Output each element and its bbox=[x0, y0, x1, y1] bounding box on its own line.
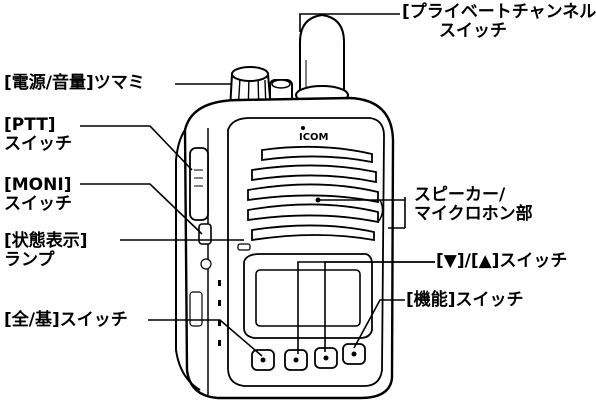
lcd-display bbox=[255, 269, 361, 327]
ptt-switch-label: [PTT] スイッチ bbox=[4, 115, 72, 154]
radio-body: ICOM bbox=[175, 96, 395, 400]
speaker-mic-label: スピーカー/ マイクロホン部 bbox=[414, 185, 533, 224]
status-lamp bbox=[237, 243, 251, 251]
antenna bbox=[295, 13, 349, 105]
private-channel-switch-label: [プライベートチャンネル] スイッチ bbox=[402, 2, 596, 41]
up-down-switch-label: [▼]/[▲]スイッチ bbox=[436, 251, 568, 271]
status-lamp-label: [状態表示] ランプ bbox=[4, 231, 88, 270]
leader-lines bbox=[80, 13, 435, 357]
function-switch-label: [機能]スイッチ bbox=[406, 290, 524, 310]
brand-logo: ICOM bbox=[299, 132, 329, 143]
moni-switch-label: [MONI] スイッチ bbox=[4, 175, 72, 214]
all-base-switch-label: [全/基]スイッチ bbox=[4, 310, 128, 330]
power-volume-knob-label: [電源/音量]ツマミ bbox=[4, 73, 145, 93]
